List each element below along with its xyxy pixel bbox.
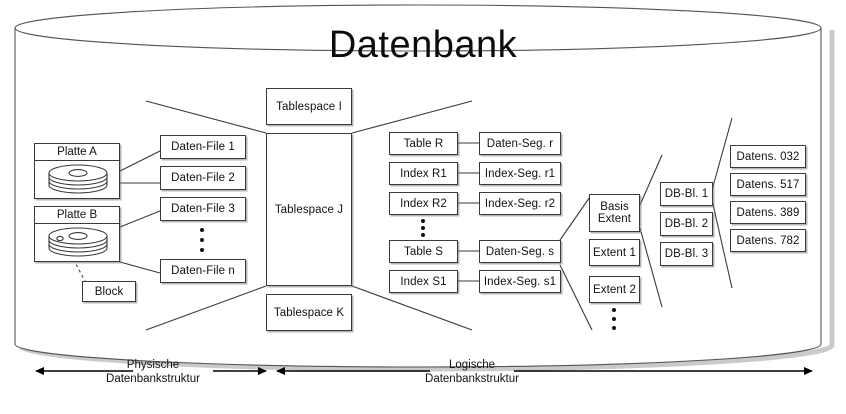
connector-extent-to-blocks	[639, 154, 663, 308]
caption-logical: Logische Datenbankstruktur	[412, 358, 532, 387]
caption-physical-line2: Datenbankstruktur	[106, 373, 200, 386]
object-ellipsis-icon	[420, 219, 426, 237]
caption-logical-line1: Logische	[448, 359, 496, 371]
extent-1[interactable]: Extent 1	[589, 239, 640, 266]
connector-tablespace-to-objects	[351, 100, 473, 331]
disk-platter-icon-a	[35, 161, 119, 199]
daten-file-2[interactable]: Daten-File 2	[160, 166, 246, 190]
object-table-r[interactable]: Table R	[389, 132, 458, 155]
record-032[interactable]: Datens. 032	[730, 145, 806, 168]
segment-index-seg-s1[interactable]: Index-Seg. s1	[479, 270, 561, 293]
record-389[interactable]: Datens. 389	[730, 201, 806, 224]
connector-disk-to-files	[119, 150, 161, 274]
extent-ellipsis-icon	[611, 308, 617, 330]
segment-index-seg-r2[interactable]: Index-Seg. r2	[479, 192, 561, 215]
db-block-1[interactable]: DB-Bl. 1	[660, 182, 713, 206]
object-index-r2[interactable]: Index R2	[389, 192, 458, 215]
disk-platter-icon-b	[35, 224, 119, 262]
connector-files-to-tablespace	[145, 100, 267, 331]
tablespace-k[interactable]: Tablespace K	[266, 294, 352, 331]
record-782[interactable]: Datens. 782	[730, 229, 806, 252]
block-box[interactable]: Block	[82, 281, 136, 302]
caption-physical-line1: Physische	[126, 359, 180, 371]
segment-index-seg-r1[interactable]: Index-Seg. r1	[479, 162, 561, 185]
page-title: Datenbank	[328, 24, 518, 66]
cylinder-shadow	[17, 30, 835, 372]
caption-physical: Physische Datenbankstruktur	[93, 358, 213, 387]
disk-platte-a[interactable]: Platte A	[34, 143, 120, 199]
extent-basis-line2: Extent	[597, 213, 632, 225]
segment-daten-seg-s[interactable]: Daten-Seg. s	[479, 240, 561, 263]
disk-platte-b[interactable]: Platte B	[34, 206, 120, 262]
tablespace-j[interactable]: Tablespace J	[266, 133, 352, 286]
daten-file-3[interactable]: Daten-File 3	[160, 197, 246, 221]
connector-block-to-records	[711, 117, 733, 289]
daten-file-ellipsis-icon	[199, 228, 205, 252]
tablespace-i[interactable]: Tablespace I	[266, 88, 352, 125]
object-index-s1[interactable]: Index S1	[389, 270, 458, 293]
disk-platte-a-label: Platte A	[35, 144, 119, 161]
connector-object-to-segment	[458, 142, 479, 282]
object-table-s[interactable]: Table S	[389, 240, 458, 263]
disk-platte-b-label: Platte B	[35, 207, 119, 224]
extent-2[interactable]: Extent 2	[589, 276, 640, 303]
db-block-2[interactable]: DB-Bl. 2	[660, 212, 713, 236]
extent-basis[interactable]: Basis Extent	[589, 194, 640, 232]
object-index-r1[interactable]: Index R1	[389, 162, 458, 185]
db-block-3[interactable]: DB-Bl. 3	[660, 242, 713, 266]
daten-file-1[interactable]: Daten-File 1	[160, 135, 246, 159]
extent-basis-line1: Basis	[600, 200, 629, 213]
record-517[interactable]: Datens. 517	[730, 173, 806, 196]
caption-logical-line2: Datenbankstruktur	[425, 373, 519, 386]
daten-file-n[interactable]: Daten-File n	[160, 259, 246, 283]
connector-segment-to-extents	[559, 193, 593, 331]
segment-daten-seg-r[interactable]: Daten-Seg. r	[479, 132, 561, 155]
